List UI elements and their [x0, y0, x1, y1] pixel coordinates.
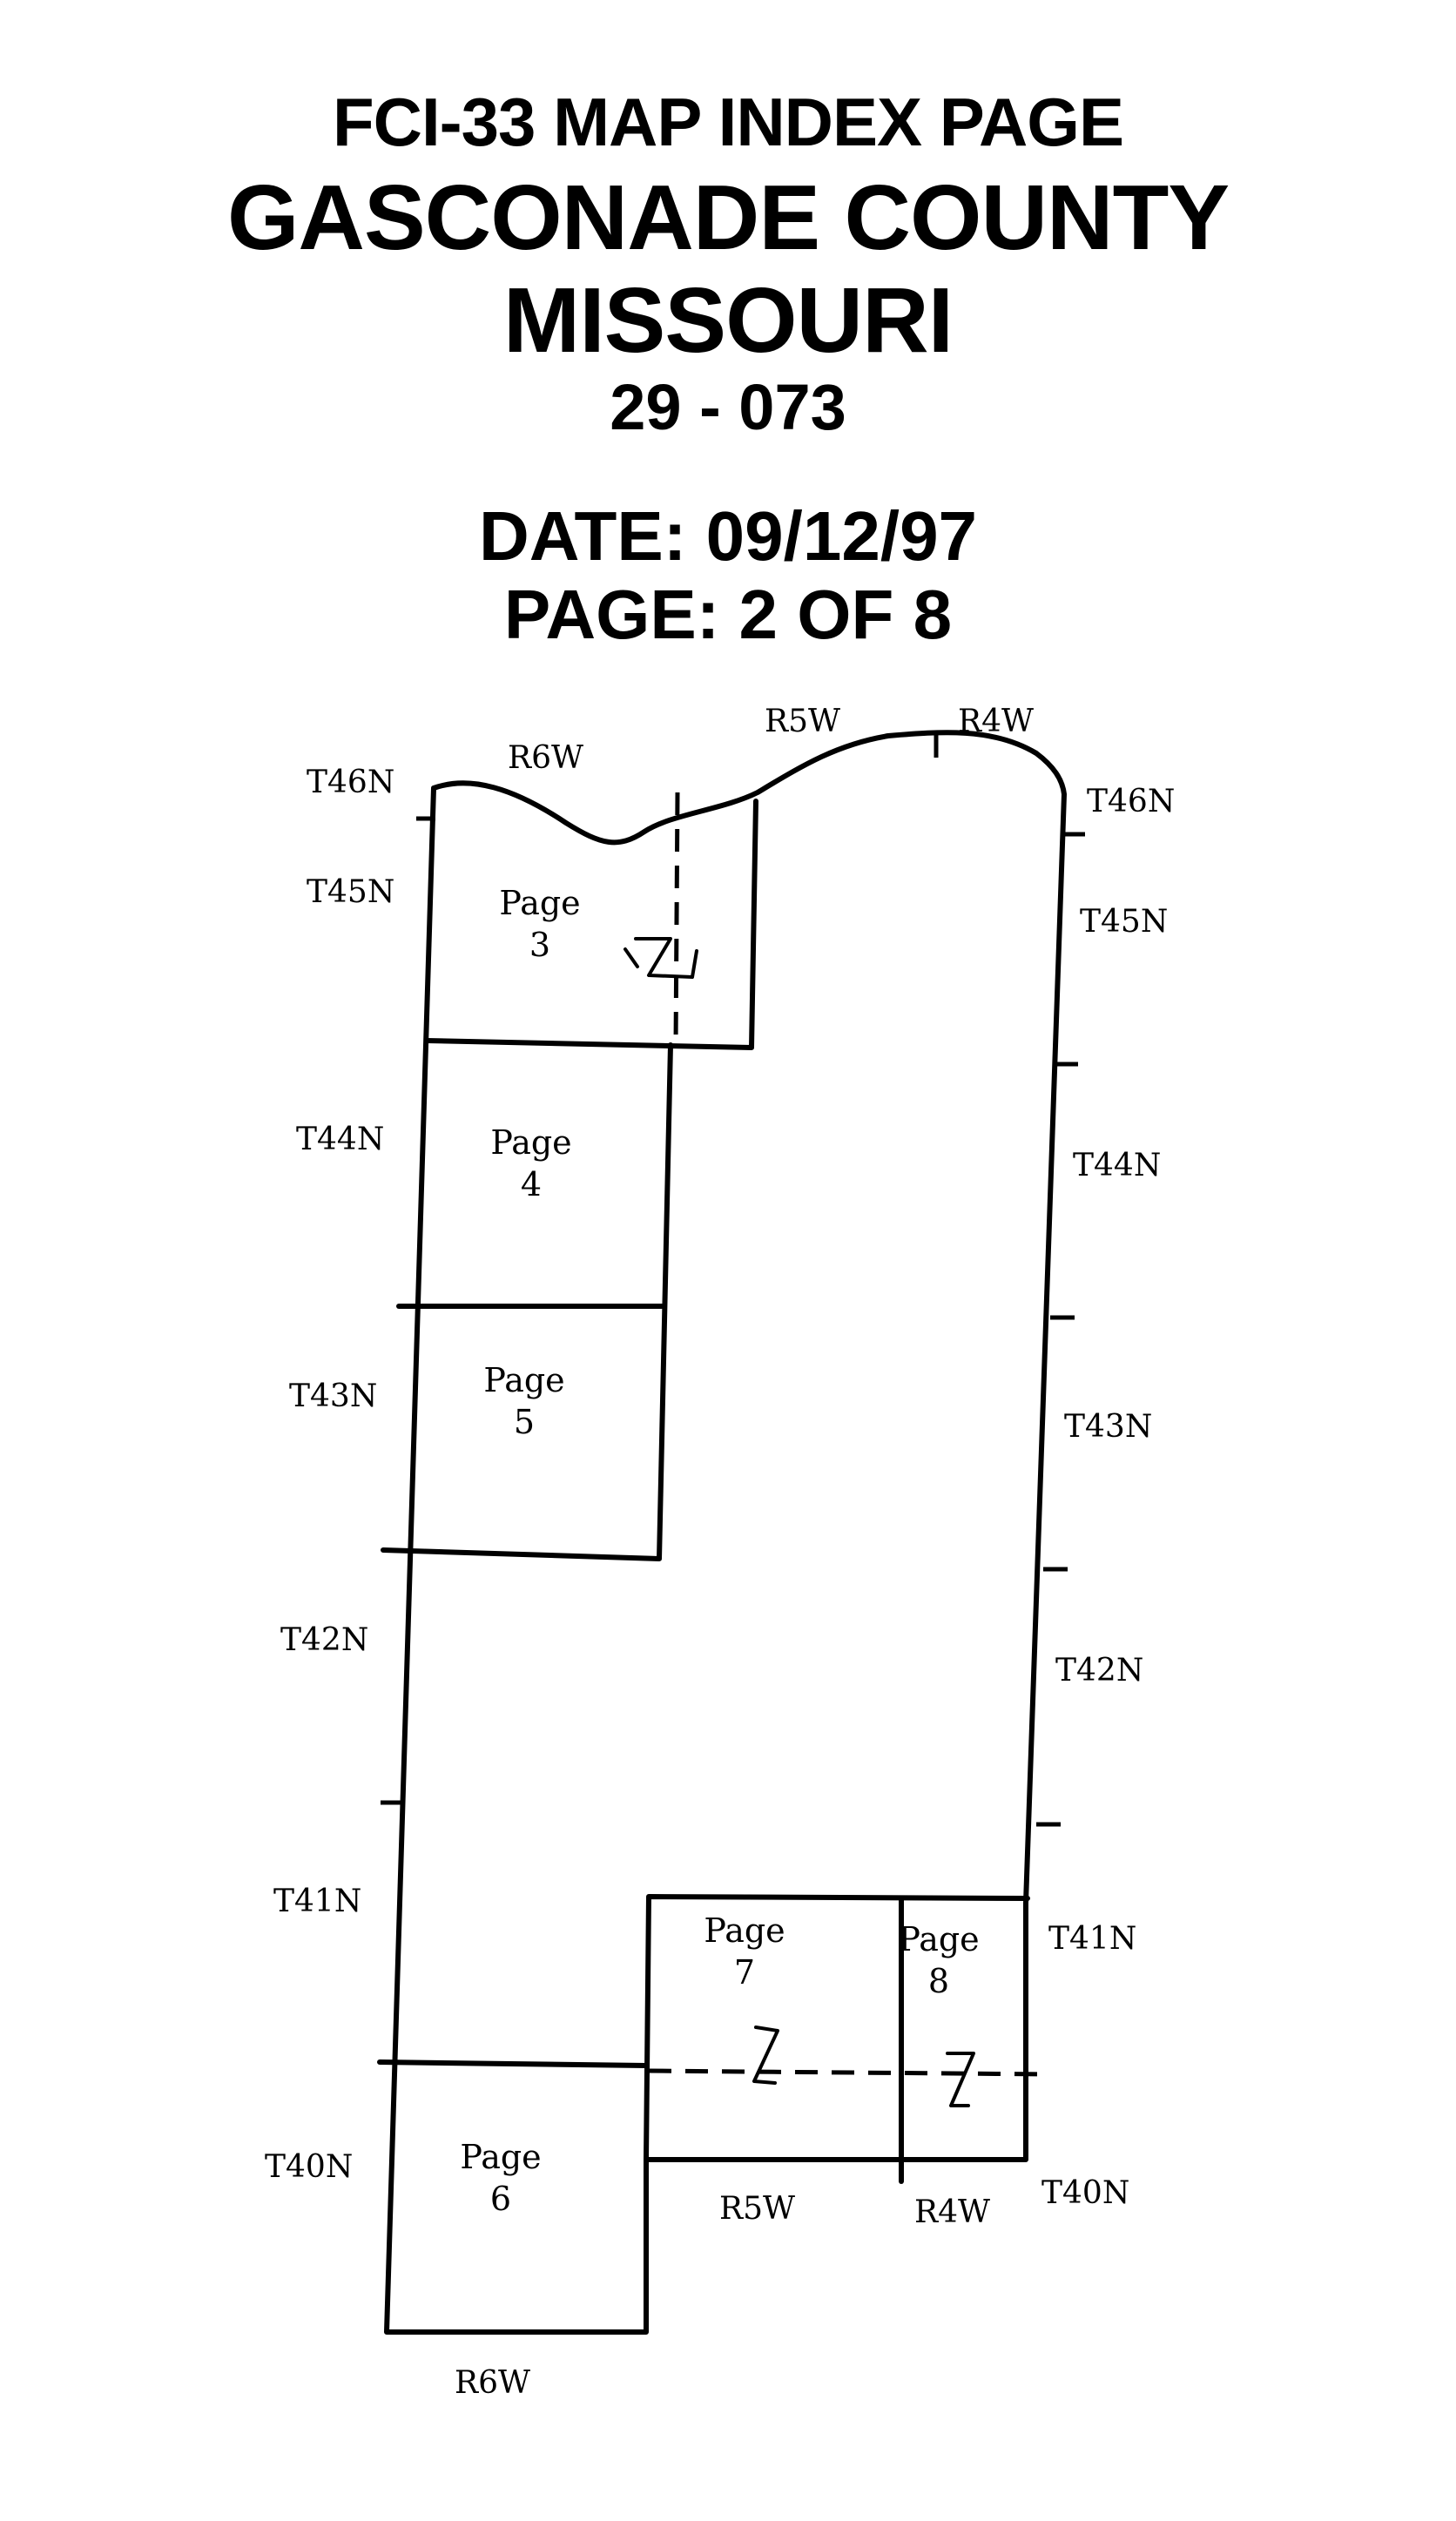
page-7-label: Page [704, 1911, 785, 1950]
page-6-label: Page [460, 2138, 541, 2176]
range-label: R5W [765, 704, 840, 739]
range-label: R6W [508, 740, 583, 776]
page-8-label: Page [898, 1920, 979, 1958]
tick-marks [381, 733, 1085, 2181]
page-number: PAGE: 2 OF 8 [503, 576, 953, 653]
county-code: 29 - 073 [610, 371, 846, 443]
township-label: T40N [265, 2149, 353, 2185]
north-arrow-icon [624, 937, 698, 979]
page-4-label: Page [490, 1123, 571, 1162]
page-8-number: 8 [928, 1962, 949, 2000]
township-label: T45N [1080, 904, 1168, 940]
page-3-boundary [424, 799, 758, 1050]
range-label: R5W [719, 2191, 795, 2227]
township-label: T45N [307, 874, 394, 910]
township-label: T42N [1055, 1653, 1143, 1689]
township-label: T44N [296, 1122, 384, 1157]
range-label: R6W [455, 2365, 530, 2401]
page-7-8-split-line [648, 2068, 1050, 2077]
page-6-number: 6 [490, 2180, 511, 2218]
state-name: MISSOURI [502, 269, 954, 372]
county-name: GASCONADE COUNTY [226, 166, 1230, 269]
index-title: FCI-33 MAP INDEX PAGE [333, 84, 1124, 160]
township-label: T46N [307, 765, 394, 800]
county-boundary [384, 730, 1067, 2335]
page-6-top-boundary [377, 2059, 649, 2068]
north-arrow-icon [946, 2052, 975, 2107]
page-5-label: Page [483, 1361, 564, 1399]
page-4-number: 4 [521, 1165, 542, 1203]
township-label: T40N [1041, 2175, 1129, 2211]
township-label: T42N [280, 1622, 368, 1658]
page-7-number: 7 [734, 1953, 755, 1992]
township-label: T41N [1048, 1921, 1136, 1957]
range-label: R4W [958, 704, 1034, 739]
township-label: T44N [1073, 1148, 1161, 1183]
township-label: T41N [273, 1884, 361, 1919]
township-label: T43N [289, 1378, 377, 1414]
map-date: DATE: 09/12/97 [478, 497, 978, 575]
township-label: T43N [1064, 1409, 1152, 1445]
page-3-label: Page [499, 884, 580, 922]
page-5-number: 5 [514, 1403, 535, 1441]
range-label: R4W [914, 2194, 990, 2230]
north-arrow-icon [752, 2026, 779, 2085]
township-label: T46N [1087, 784, 1175, 819]
page-4-5-boundary [381, 1042, 673, 1561]
page-3-number: 3 [529, 926, 550, 964]
page-3-split-line [673, 792, 680, 1046]
